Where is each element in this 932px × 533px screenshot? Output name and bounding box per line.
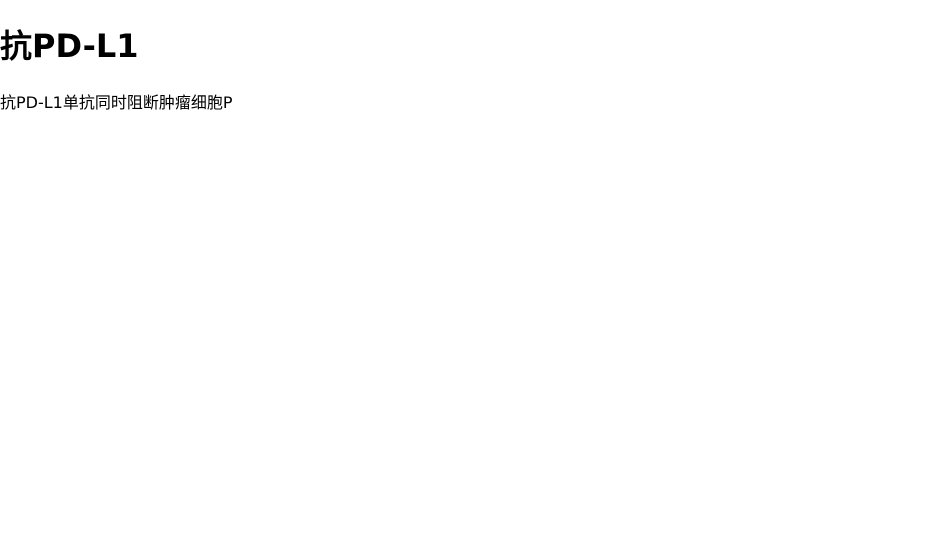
subtitle: 抗PD-L1单抗同时阻断肿瘤细胞P bbox=[0, 92, 233, 112]
title: 抗PD-L1 bbox=[0, 27, 139, 66]
